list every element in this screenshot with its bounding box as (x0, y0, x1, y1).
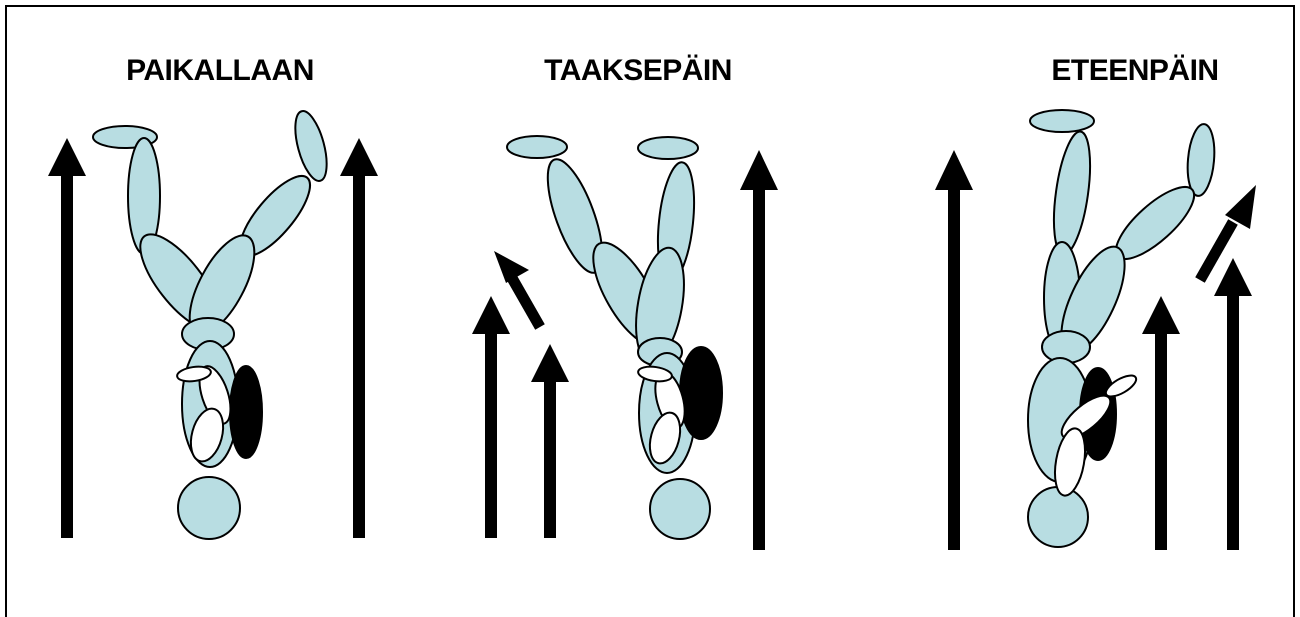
head (650, 479, 710, 539)
arrow-forward-up-2 (1214, 258, 1252, 550)
right-foot (289, 108, 333, 184)
arrow-right-tall (740, 150, 778, 550)
figure-stationary (93, 108, 333, 539)
arrow-mid-up-2 (531, 344, 569, 538)
figure-forward (1028, 110, 1217, 547)
arrow-diagonal-forward (1200, 185, 1256, 280)
arrow-diagonal-back (494, 251, 540, 327)
left-foot (1030, 110, 1094, 132)
right-foot (1185, 123, 1217, 197)
left-foot (507, 136, 567, 158)
arrow-right-up (340, 138, 378, 538)
arrow-left-up (48, 138, 86, 538)
arm-black (680, 347, 722, 439)
panel-stationary (48, 108, 378, 539)
arrow-forward-up-1 (1142, 296, 1180, 550)
arm-black (230, 366, 262, 458)
panel-backward (472, 136, 778, 550)
figure-backward (507, 136, 722, 539)
head (178, 477, 240, 539)
panel-forward (935, 110, 1256, 550)
arrow-left-tall (935, 150, 973, 550)
left-shin (1048, 129, 1097, 256)
arrow-mid-up-1 (472, 296, 510, 538)
right-foot (638, 137, 698, 159)
head (1028, 487, 1088, 547)
